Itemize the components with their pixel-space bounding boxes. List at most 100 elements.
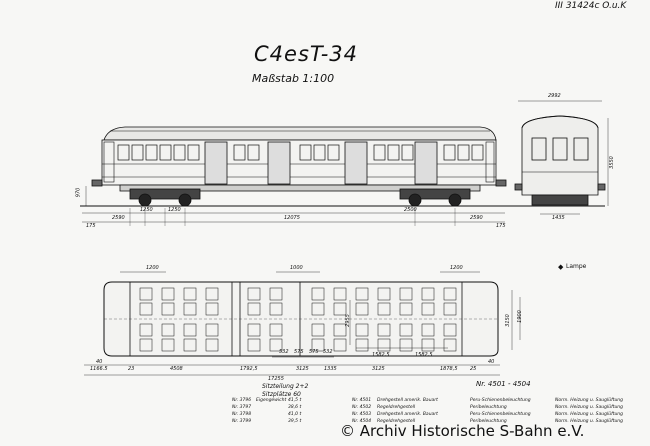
plan-seat bbox=[377, 302, 391, 316]
plan-seat bbox=[443, 302, 457, 316]
plan-seat bbox=[247, 302, 261, 316]
dim-side-40a: 40 bbox=[96, 359, 103, 365]
side-window bbox=[401, 144, 414, 161]
side-window bbox=[471, 144, 484, 161]
dim-b-3125b: 3125 bbox=[296, 366, 309, 372]
plan-seat bbox=[269, 287, 283, 301]
lamp-symbol-icon: ◆ bbox=[558, 263, 564, 271]
dim-pivot-span: 12075 bbox=[284, 215, 300, 221]
dim-height-left: 970 bbox=[75, 187, 82, 198]
table-cell-weight: 41,5 t bbox=[288, 398, 302, 403]
dim-axle-left2: 1250 bbox=[168, 207, 181, 213]
side-window bbox=[117, 144, 130, 161]
side-window bbox=[173, 144, 186, 161]
dim-b-25: 25 bbox=[470, 366, 477, 372]
plan-seat bbox=[443, 323, 457, 337]
plan-seat bbox=[183, 302, 197, 316]
table-cell-nr2: Nr. 4504 bbox=[352, 419, 372, 424]
table-cell-weight: 41,0 t bbox=[288, 412, 302, 417]
dim-end-left: 175 bbox=[86, 223, 96, 229]
plan-seat bbox=[311, 287, 325, 301]
car-number-range: Nr. 4501 - 4504 bbox=[476, 380, 531, 388]
plan-seat bbox=[355, 287, 369, 301]
table-cell-nr: Nr. 3799 bbox=[232, 419, 252, 424]
plan-seat bbox=[333, 287, 347, 301]
side-window bbox=[327, 144, 340, 161]
plan-seat bbox=[205, 323, 219, 337]
side-door bbox=[204, 141, 228, 185]
plan-seat bbox=[311, 323, 325, 337]
bogie-right bbox=[399, 188, 471, 207]
table-cell-nr: Nr. 3796 bbox=[232, 398, 252, 403]
plan-seat bbox=[247, 338, 261, 352]
table-cell-nr2: Nr. 4503 bbox=[352, 412, 372, 417]
plan-seat bbox=[443, 338, 457, 352]
dim-axle-left: 1250 bbox=[140, 207, 153, 213]
dim-b-1335: 1335 bbox=[324, 366, 337, 372]
table-cell-nr: Nr. 3798 bbox=[232, 412, 252, 417]
dim-plan-top-mid: 1000 bbox=[290, 265, 303, 271]
side-window bbox=[233, 144, 246, 161]
plan-seat bbox=[161, 302, 175, 316]
plan-seat bbox=[139, 302, 153, 316]
lamp-legend: Lampe bbox=[566, 263, 587, 270]
plan-seat bbox=[139, 323, 153, 337]
plan-seat bbox=[269, 323, 283, 337]
table-cell-lighting: Peru-Schienenbeleuchtung bbox=[470, 412, 531, 417]
plan-seat bbox=[355, 302, 369, 316]
dim-end-right: 175 bbox=[496, 223, 506, 229]
plan-seat bbox=[399, 338, 413, 352]
table-cell-bogie: Drehgestell amerik. Bauart bbox=[377, 412, 438, 417]
dim-small-1: 532 bbox=[279, 349, 289, 355]
side-underframe bbox=[119, 184, 481, 192]
table-cell-bogie: Regeldrehgestell bbox=[377, 419, 416, 424]
plan-seat bbox=[161, 338, 175, 352]
dim-axle-right: 2500 bbox=[404, 207, 417, 213]
plan-seat bbox=[161, 287, 175, 301]
plan-seat bbox=[205, 287, 219, 301]
plan-view bbox=[84, 271, 521, 376]
table-cell-lighting: Peru-Schienenbeleuchtung bbox=[470, 398, 531, 403]
drawing-title: C4esT-34 bbox=[254, 42, 359, 66]
dim-plan-top-right: 1200 bbox=[450, 265, 463, 271]
plan-seat bbox=[399, 302, 413, 316]
plan-seat bbox=[377, 323, 391, 337]
side-window bbox=[387, 144, 400, 161]
plan-seat bbox=[311, 338, 325, 352]
table-cell-weight: 38,6 t bbox=[288, 405, 302, 410]
plan-seat bbox=[205, 338, 219, 352]
dim-end-width: 2992 bbox=[548, 93, 561, 99]
plan-seat bbox=[421, 323, 435, 337]
side-door bbox=[267, 141, 291, 185]
table-cell-weight: 39,5 t bbox=[288, 419, 302, 424]
dim-b-1878: 1878,5 bbox=[440, 366, 458, 372]
table-cell-bogie: Drehgestell amerik. Bauart bbox=[377, 398, 438, 403]
table-cell-lighting: Peribeleuchtung bbox=[470, 419, 507, 424]
plan-seat bbox=[311, 302, 325, 316]
seating-arrangement: Sitzteilung 2+2 bbox=[262, 383, 309, 390]
side-window bbox=[457, 144, 470, 161]
dim-mid-1582a: 1582,5 bbox=[372, 352, 390, 358]
side-window bbox=[299, 144, 312, 161]
dim-small-3: 575 bbox=[309, 349, 319, 355]
plan-seat bbox=[139, 287, 153, 301]
dim-b-3125a: 3125 bbox=[372, 366, 385, 372]
dim-plan-top-left: 1200 bbox=[146, 265, 159, 271]
plan-seat bbox=[399, 323, 413, 337]
side-window bbox=[373, 144, 386, 161]
dim-end-height: 3550 bbox=[608, 156, 615, 169]
dim-b-1792: 1792,5 bbox=[240, 366, 258, 372]
dim-total-length: 17255 bbox=[268, 376, 284, 382]
side-windows bbox=[117, 144, 484, 161]
archive-watermark: © Archiv Historische S-Bahn e.V. bbox=[340, 422, 585, 440]
plan-seat bbox=[421, 302, 435, 316]
plan-seat bbox=[183, 323, 197, 337]
side-window bbox=[187, 144, 200, 161]
end-elevation bbox=[514, 100, 609, 215]
plan-seat bbox=[269, 302, 283, 316]
plan-seat bbox=[247, 323, 261, 337]
dim-plan-vert-right2: 1900 bbox=[516, 310, 523, 323]
plan-seat bbox=[183, 338, 197, 352]
plan-seat bbox=[377, 287, 391, 301]
table-cell-lighting: Peribeleuchtung bbox=[470, 405, 507, 410]
